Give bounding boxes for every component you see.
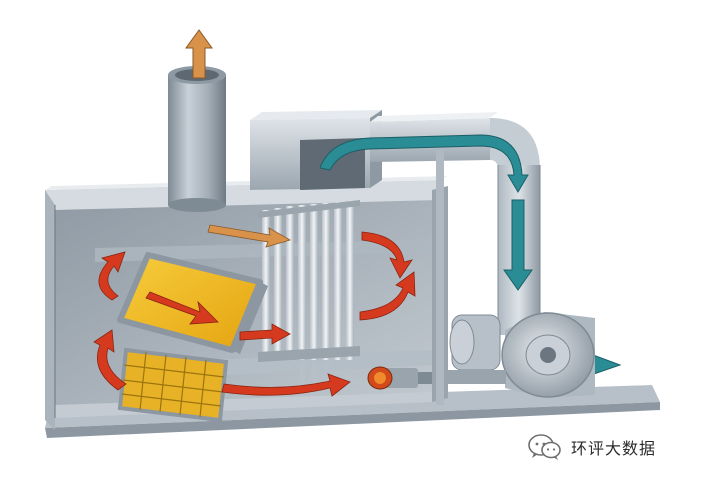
hot-air-right-top-arrow-icon: [361, 231, 413, 279]
watermark: 环评大数据: [527, 433, 656, 461]
hot-air-left-arrow-icon: [98, 251, 126, 301]
hot-air-mid-arrow-icon: [239, 323, 291, 345]
filter-grid: [117, 347, 229, 423]
intake-duct: [250, 110, 541, 405]
cool-air-down-arrow-icon: [503, 199, 533, 291]
exhaust-internal-arrow-icon: [207, 224, 292, 248]
hot-air-bottom-arrow-icon: [221, 373, 351, 397]
wechat-chat-bubbles-icon: [528, 434, 561, 460]
hot-air-panel-arrow-icon: [145, 291, 219, 325]
blower-fan: [501, 312, 595, 398]
hot-air-right-mid-arrow-icon: [359, 271, 416, 321]
hot-air-flow: [93, 231, 416, 397]
exhaust-internal-flow: [207, 224, 292, 248]
watermark-text: 环评大数据: [571, 439, 657, 458]
cool-air-top-arrow-icon: [319, 134, 529, 193]
burner: [367, 366, 432, 390]
fan-motor: [448, 314, 506, 384]
hot-air-lower-left-arrow-icon: [93, 329, 127, 391]
exhaust-chimney: [168, 66, 226, 212]
exhaust-up-arrow-icon: [185, 29, 213, 79]
